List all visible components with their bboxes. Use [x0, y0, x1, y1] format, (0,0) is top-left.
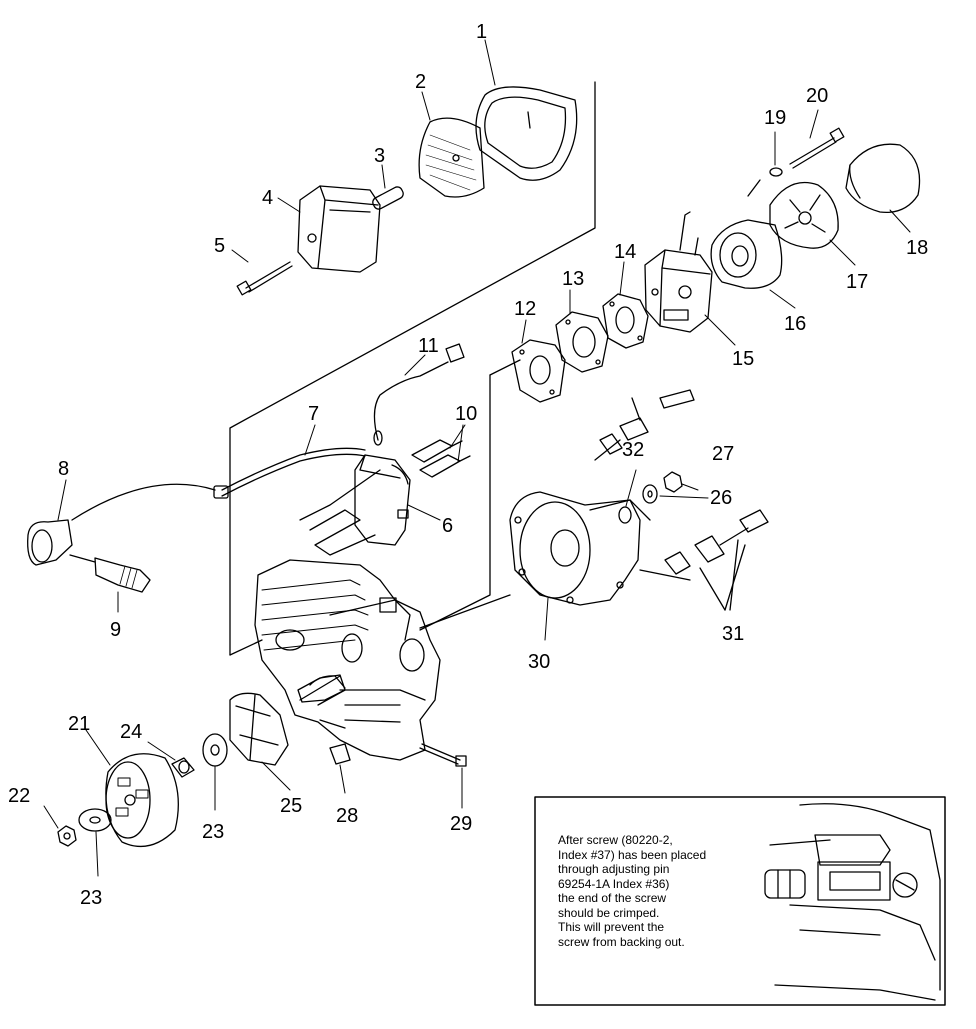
- callout-20: 20: [806, 85, 828, 107]
- callout-17: 17: [846, 271, 868, 293]
- ground-wire: [373, 343, 465, 446]
- note-line: Index #37) has been placed: [558, 847, 707, 862]
- note-line: the end of the screw: [558, 891, 667, 905]
- chain-stop: [329, 743, 351, 765]
- inset-box: [534, 796, 946, 1006]
- inset-note: After screw (80220-2, Index #37) has bee…: [558, 833, 768, 949]
- callout-10: 10: [455, 403, 477, 425]
- callout-31: 31: [722, 623, 744, 645]
- callout-23-upper: 23: [202, 821, 224, 843]
- note-line: through adjusting pin: [558, 862, 670, 876]
- air-filter-screen: [418, 117, 485, 198]
- spark-plug-boot: [27, 483, 216, 566]
- clutch-assembly: [229, 692, 289, 766]
- washer-32: [618, 506, 632, 524]
- callout-28: 28: [336, 805, 358, 827]
- ignition-lead: [213, 447, 366, 499]
- note-line: 69254-1A Index #36): [558, 876, 670, 891]
- air-filter-cover: [475, 86, 578, 181]
- chain-adjuster-parts: [599, 389, 695, 455]
- nut-27: [663, 471, 683, 493]
- engine-block: [254, 559, 441, 761]
- callout-25: 25: [280, 795, 302, 817]
- callout-30: 30: [528, 651, 550, 673]
- callout-29: 29: [450, 813, 472, 835]
- screw-20: [789, 127, 845, 169]
- ignition-screws: [411, 439, 471, 478]
- clutch-drum: [105, 753, 179, 848]
- callout-13: 13: [562, 268, 584, 290]
- note-line: After screw (80220-2,: [558, 833, 673, 847]
- screw-29: [419, 743, 467, 767]
- callout-24: 24: [120, 721, 142, 743]
- carburetor: [644, 211, 713, 333]
- clutch-washer-lower: [78, 808, 112, 832]
- leader-lines: [43, 39, 911, 877]
- note-line: This will prevent the: [558, 920, 665, 934]
- clutch-nut: [57, 825, 77, 847]
- callout-6: 6: [442, 515, 453, 537]
- adjusting-pin-31: [664, 509, 769, 611]
- washer-26: [642, 484, 658, 504]
- callout-1: 1: [476, 21, 487, 43]
- carb-gasket-12: [511, 339, 566, 403]
- callout-21: 21: [68, 713, 90, 735]
- callout-5: 5: [214, 235, 225, 257]
- callout-7: 7: [308, 403, 319, 425]
- callout-labels: 1 2 3 4 5 6 7 8 9 10 11 12 13 14 15 16 1…: [8, 21, 928, 909]
- callout-15: 15: [732, 348, 754, 370]
- callout-8: 8: [58, 458, 69, 480]
- filter-base: [297, 185, 381, 273]
- callout-32: 32: [622, 439, 644, 461]
- callout-3: 3: [374, 145, 385, 167]
- callout-23-lower: 23: [80, 887, 102, 909]
- note-line: screw from backing out.: [558, 934, 685, 949]
- callout-4: 4: [262, 187, 273, 209]
- filter-holder: [769, 181, 839, 249]
- needle-bearing: [171, 757, 195, 778]
- callout-2: 2: [415, 71, 426, 93]
- screw-5: [236, 261, 293, 296]
- callout-14: 14: [614, 241, 636, 263]
- filter-cap: [845, 143, 921, 214]
- callout-9: 9: [110, 619, 121, 641]
- crankcase-housing: [419, 491, 651, 629]
- clutch-washer-upper: [202, 733, 228, 767]
- callout-16: 16: [784, 313, 806, 335]
- callout-11: 11: [418, 335, 439, 357]
- callout-27: 27: [712, 443, 734, 465]
- carb-gasket-14: [602, 293, 649, 349]
- ignition-module: [354, 454, 411, 546]
- spark-plug: [69, 554, 151, 593]
- callout-18: 18: [906, 237, 928, 259]
- callout-22: 22: [8, 785, 30, 807]
- spacer-part: [372, 186, 404, 210]
- assembly-bracket-lines: [229, 81, 691, 656]
- note-line: should be crimped.: [558, 905, 660, 920]
- callout-12: 12: [514, 298, 536, 320]
- crankshaft: [297, 674, 346, 703]
- callout-26: 26: [710, 487, 732, 509]
- screw-19: [747, 167, 783, 197]
- callout-19: 19: [764, 107, 786, 129]
- carb-gasket-13: [555, 311, 609, 373]
- air-box: [710, 219, 783, 289]
